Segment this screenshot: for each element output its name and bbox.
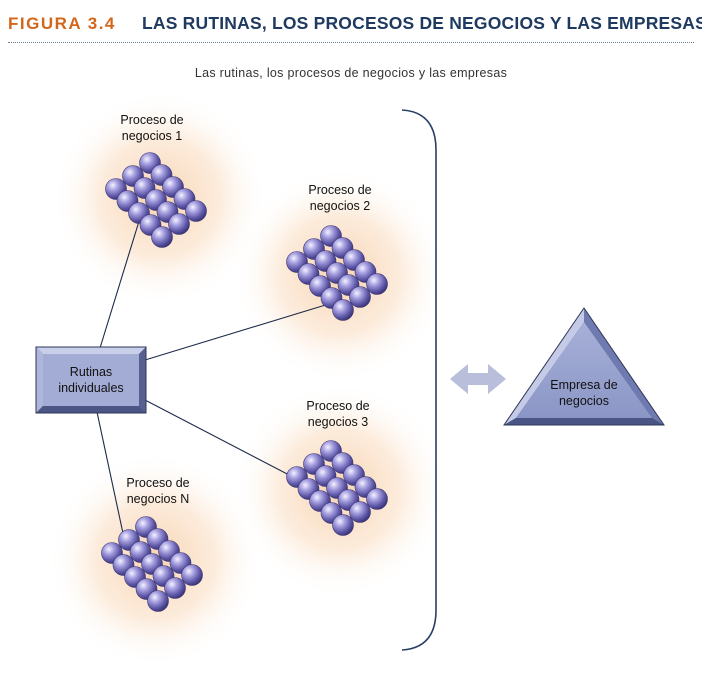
bead: [168, 213, 190, 235]
bead: [366, 488, 388, 510]
bead-cluster-proceso-3: [286, 440, 388, 536]
label-rutinas: Rutinas individuales: [58, 365, 124, 395]
bracket: [401, 109, 437, 651]
bead: [181, 564, 203, 586]
bead: [349, 286, 371, 308]
figure-header: FIGURA 3.4 LAS RUTINAS, LOS PROCESOS DE …: [8, 10, 702, 43]
label-empresa: Empresa de negocios: [550, 378, 618, 408]
label-proceso-3: Proceso de negocios 3: [306, 399, 370, 429]
bead: [366, 273, 388, 295]
bead: [147, 590, 169, 612]
figure-title: LAS RUTINAS, LOS PROCESOS DE NEGOCIOS Y …: [142, 13, 702, 33]
label-proceso-n: Proceso de negocios N: [126, 476, 190, 506]
header-rule: [8, 42, 694, 43]
bead: [349, 501, 371, 523]
bead: [332, 299, 354, 321]
diagram-subtitle: Las rutinas, los procesos de negocios y …: [194, 66, 508, 80]
bead: [185, 200, 207, 222]
empresa-triangle: [503, 307, 665, 426]
figure-number: FIGURA 3.4: [8, 14, 116, 33]
label-proceso-2: Proceso de negocios 2: [308, 183, 372, 213]
line-to-proceso-2: [144, 302, 333, 361]
rutinas-box: [35, 346, 147, 414]
label-proceso-1: Proceso de negocios 1: [120, 113, 184, 143]
double-arrow: [450, 364, 506, 394]
bead: [332, 514, 354, 536]
bead-cluster-proceso-2: [286, 225, 388, 321]
line-to-proceso-n: [96, 411, 125, 539]
bead-cluster-proceso-n: [101, 516, 203, 612]
bead: [151, 226, 173, 248]
bead: [164, 577, 186, 599]
bead-cluster-proceso-1: [105, 152, 207, 248]
line-to-proceso-1: [99, 217, 141, 349]
